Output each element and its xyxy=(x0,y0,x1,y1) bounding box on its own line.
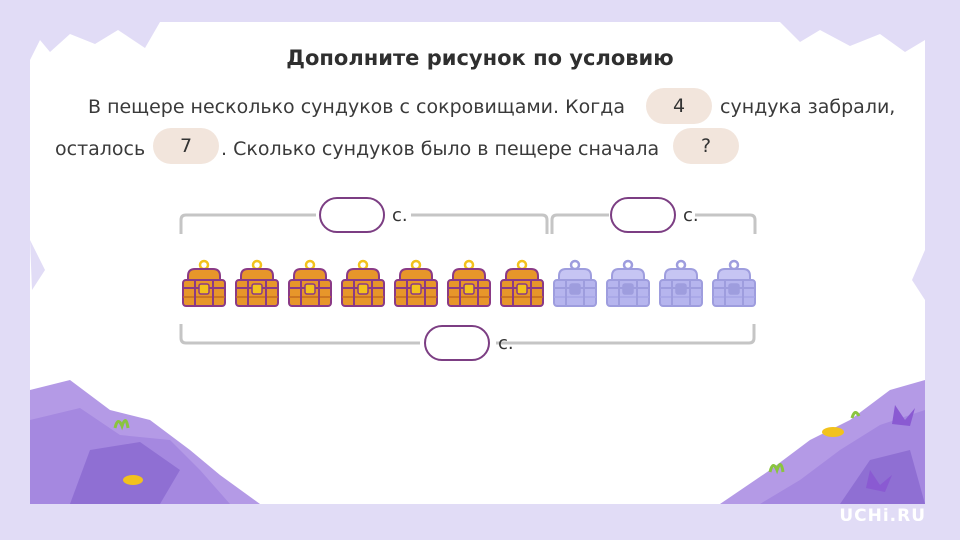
answer-field-right[interactable] xyxy=(610,197,676,233)
unit-total: с. xyxy=(498,333,514,354)
ghost-chest-icon xyxy=(659,259,703,307)
uchi-logo: UCHi.RU xyxy=(839,506,926,526)
right-rock-illustration xyxy=(720,380,925,504)
problem-line-1-suffix: сундука забрали, xyxy=(720,96,896,118)
gold-chest-icon xyxy=(341,259,385,307)
problem-line-1: В пещере несколько сундуков с сокровищам… xyxy=(88,96,625,118)
brace-right-group xyxy=(550,213,757,234)
ghost-chest-icon xyxy=(553,259,597,307)
page-title: Дополните рисунок по условию xyxy=(286,46,674,70)
answer-field-left[interactable] xyxy=(319,197,385,233)
problem-line-2: осталось xyxy=(55,138,146,160)
gold-chest-icon xyxy=(288,259,332,307)
answer-field-total[interactable] xyxy=(424,325,490,361)
ghost-chest-icon xyxy=(606,259,650,307)
task-panel xyxy=(30,22,925,504)
problem-line-2-middle: . Сколько сундуков было в пещере сначала xyxy=(221,138,660,160)
taken-value-pill: 4 xyxy=(646,88,712,124)
unit-left: с. xyxy=(392,205,408,226)
brace-total xyxy=(179,324,756,345)
gold-chest-icon xyxy=(394,259,438,307)
unit-right: с. xyxy=(683,205,699,226)
gold-chest-icon xyxy=(500,259,544,307)
brace-left-group xyxy=(179,213,549,234)
gold-chest-icon xyxy=(447,259,491,307)
unknown-value-pill: ? xyxy=(673,128,739,164)
left-value-pill: 7 xyxy=(153,128,219,164)
left-rock-illustration xyxy=(30,380,260,504)
gold-chest-icon xyxy=(182,259,226,307)
ghost-chest-icon xyxy=(712,259,756,307)
gold-chest-icon xyxy=(235,259,279,307)
